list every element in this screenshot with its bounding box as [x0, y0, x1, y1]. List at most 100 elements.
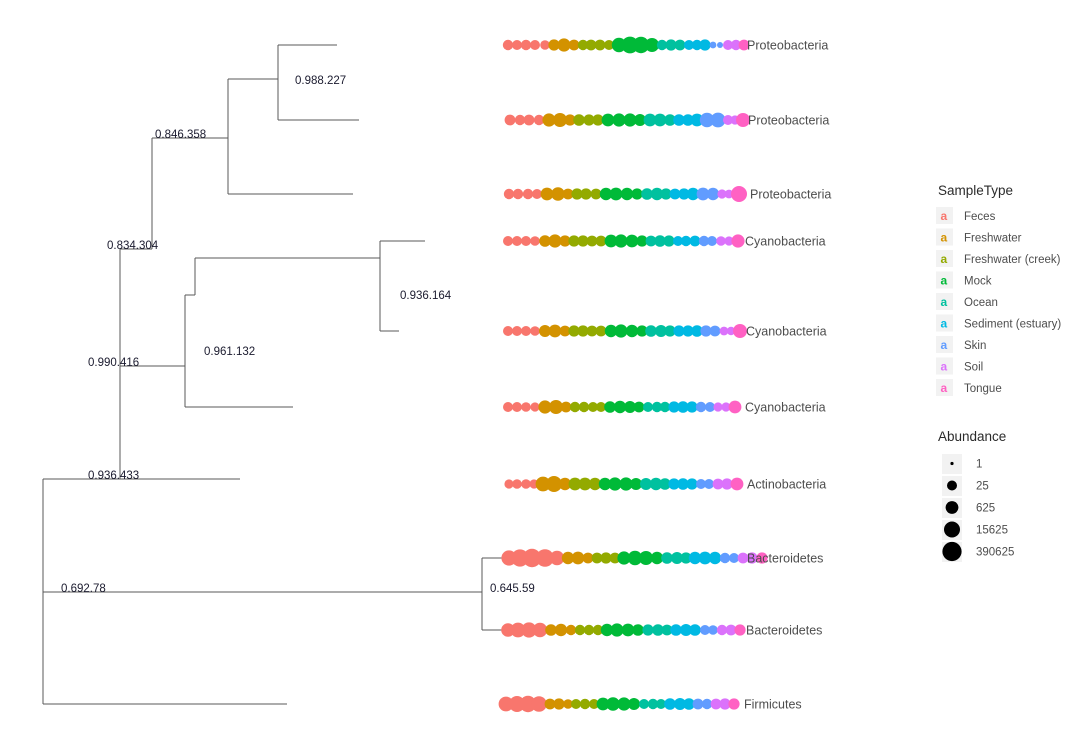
abundance-point — [673, 236, 683, 246]
abundance-point — [502, 39, 514, 51]
legend-item-abundance[interactable]: 1 — [942, 454, 982, 474]
abundance-point — [705, 402, 715, 412]
abundance-point — [710, 698, 722, 710]
legend-item-abundance[interactable]: 625 — [942, 498, 995, 518]
legend-item-abundance[interactable]: 25 — [942, 476, 989, 496]
abundance-point — [634, 114, 646, 126]
legend-item-label: Sediment (estuary) — [964, 319, 1061, 331]
abundance-point — [557, 38, 571, 52]
tree-node-label: 0.692.78 — [61, 583, 106, 595]
abundance-point — [710, 112, 726, 128]
abundance-point — [568, 235, 580, 247]
abundance-point — [661, 624, 673, 636]
legend-size-dot-icon — [944, 521, 960, 538]
abundance-point — [650, 187, 664, 201]
legend-key-glyph-icon: a — [941, 209, 948, 223]
abundance-point — [598, 477, 612, 491]
abundance-point — [519, 695, 537, 713]
abundance-point — [501, 623, 515, 637]
tree-node-label: 0.834.304 — [107, 240, 159, 252]
legend-key-background — [936, 314, 953, 332]
abundance-point-row — [503, 234, 745, 248]
tree-tip-label: Bacteroidetes — [747, 552, 823, 566]
abundance-point — [643, 402, 653, 412]
abundance-point — [636, 235, 648, 247]
legend-abundance-title: Abundance — [938, 429, 1006, 444]
abundance-point — [621, 623, 635, 637]
abundance-point — [577, 39, 589, 51]
abundance-point — [544, 698, 556, 710]
abundance-point — [664, 698, 676, 710]
abundance-point — [514, 114, 526, 126]
legend-key-background — [936, 336, 953, 353]
abundance-point — [717, 189, 727, 199]
abundance-point — [512, 326, 522, 336]
abundance-point — [601, 113, 615, 127]
abundance-point — [677, 478, 689, 490]
abundance-point — [645, 38, 659, 52]
abundance-point — [674, 698, 686, 710]
abundance-point — [665, 39, 677, 51]
abundance-point — [586, 325, 598, 337]
legend-sample-type-title: SampleType — [938, 183, 1013, 198]
abundance-point — [503, 236, 513, 246]
abundance-point-row — [504, 112, 750, 128]
abundance-point — [564, 114, 576, 126]
abundance-point — [532, 622, 548, 638]
abundance-point — [716, 624, 728, 636]
abundance-point — [558, 477, 572, 491]
abundance-point — [682, 114, 694, 126]
abundance-point — [568, 39, 580, 51]
legend-item-abundance[interactable]: 390625 — [942, 541, 1014, 562]
abundance-point — [700, 625, 710, 635]
abundance-point — [614, 234, 628, 248]
abundance-point — [568, 477, 582, 491]
abundance-point — [560, 401, 572, 413]
abundance-point — [538, 400, 552, 414]
abundance-point — [619, 477, 633, 491]
abundance-point-row — [498, 695, 740, 713]
abundance-point — [571, 699, 581, 709]
abundance-point — [549, 400, 563, 414]
abundance-point — [623, 113, 637, 127]
abundance-point — [708, 625, 718, 635]
legend-item-abundance[interactable]: 15625 — [942, 520, 1008, 540]
abundance-point — [589, 699, 599, 709]
abundance-point — [599, 187, 613, 201]
abundance-point — [540, 40, 550, 50]
abundance-point — [756, 552, 768, 564]
abundance-point — [548, 39, 560, 51]
abundance-point — [706, 187, 720, 201]
abundance-point — [691, 39, 703, 51]
abundance-point — [512, 188, 524, 200]
abundance-point — [651, 401, 663, 413]
abundance-point — [532, 189, 542, 199]
abundance-point — [631, 188, 643, 200]
abundance-point — [545, 624, 557, 636]
abundance-point — [725, 624, 737, 636]
abundance-point — [521, 402, 531, 412]
abundance-points — [498, 36, 768, 713]
abundance-point — [592, 624, 604, 636]
abundance-point — [548, 234, 562, 248]
abundance-point — [549, 550, 565, 566]
abundance-point — [512, 236, 522, 246]
abundance-point — [604, 324, 618, 338]
abundance-point — [586, 235, 598, 247]
abundance-point — [530, 402, 540, 412]
abundance-point — [673, 114, 685, 126]
abundance-point — [512, 479, 522, 489]
